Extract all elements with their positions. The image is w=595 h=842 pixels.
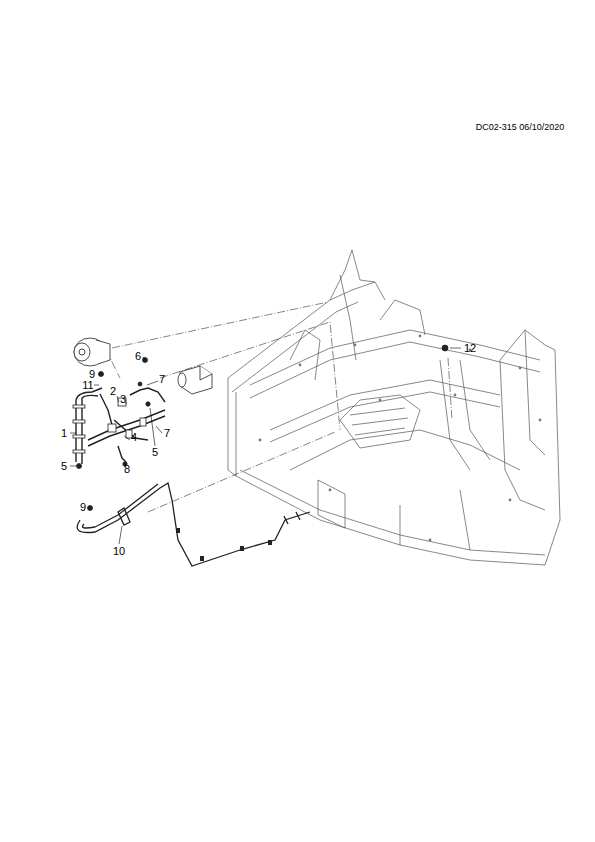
callout-number: 5: [61, 460, 67, 473]
hose-clips: [176, 528, 272, 561]
leader-line: [70, 348, 461, 544]
callout-number: 11: [82, 379, 93, 392]
hose-assembly: [76, 388, 165, 464]
callout-number: 9: [80, 501, 86, 514]
callout-number: 2: [110, 385, 116, 398]
callout-number: 3: [120, 393, 126, 406]
chassis-frame: [228, 250, 560, 565]
callout-number: 6: [135, 350, 141, 363]
pump: [178, 366, 212, 394]
hose-clamps: [73, 345, 448, 511]
callout-number: 5: [152, 446, 158, 459]
callout-number: 8: [124, 463, 130, 476]
callout-number: 1: [61, 427, 67, 440]
alternator: [74, 338, 110, 366]
callout-number: 10: [113, 545, 125, 558]
callout-number: 7: [159, 373, 165, 386]
assembly-line: [106, 302, 452, 512]
long-hose: [77, 483, 310, 566]
callout-number: 4: [131, 431, 137, 444]
drawing-id: DC02-315 06/10/2020: [476, 122, 565, 133]
frame-holes: [259, 335, 542, 542]
callout-number: 12: [464, 342, 476, 355]
callout-number: 7: [164, 427, 170, 440]
